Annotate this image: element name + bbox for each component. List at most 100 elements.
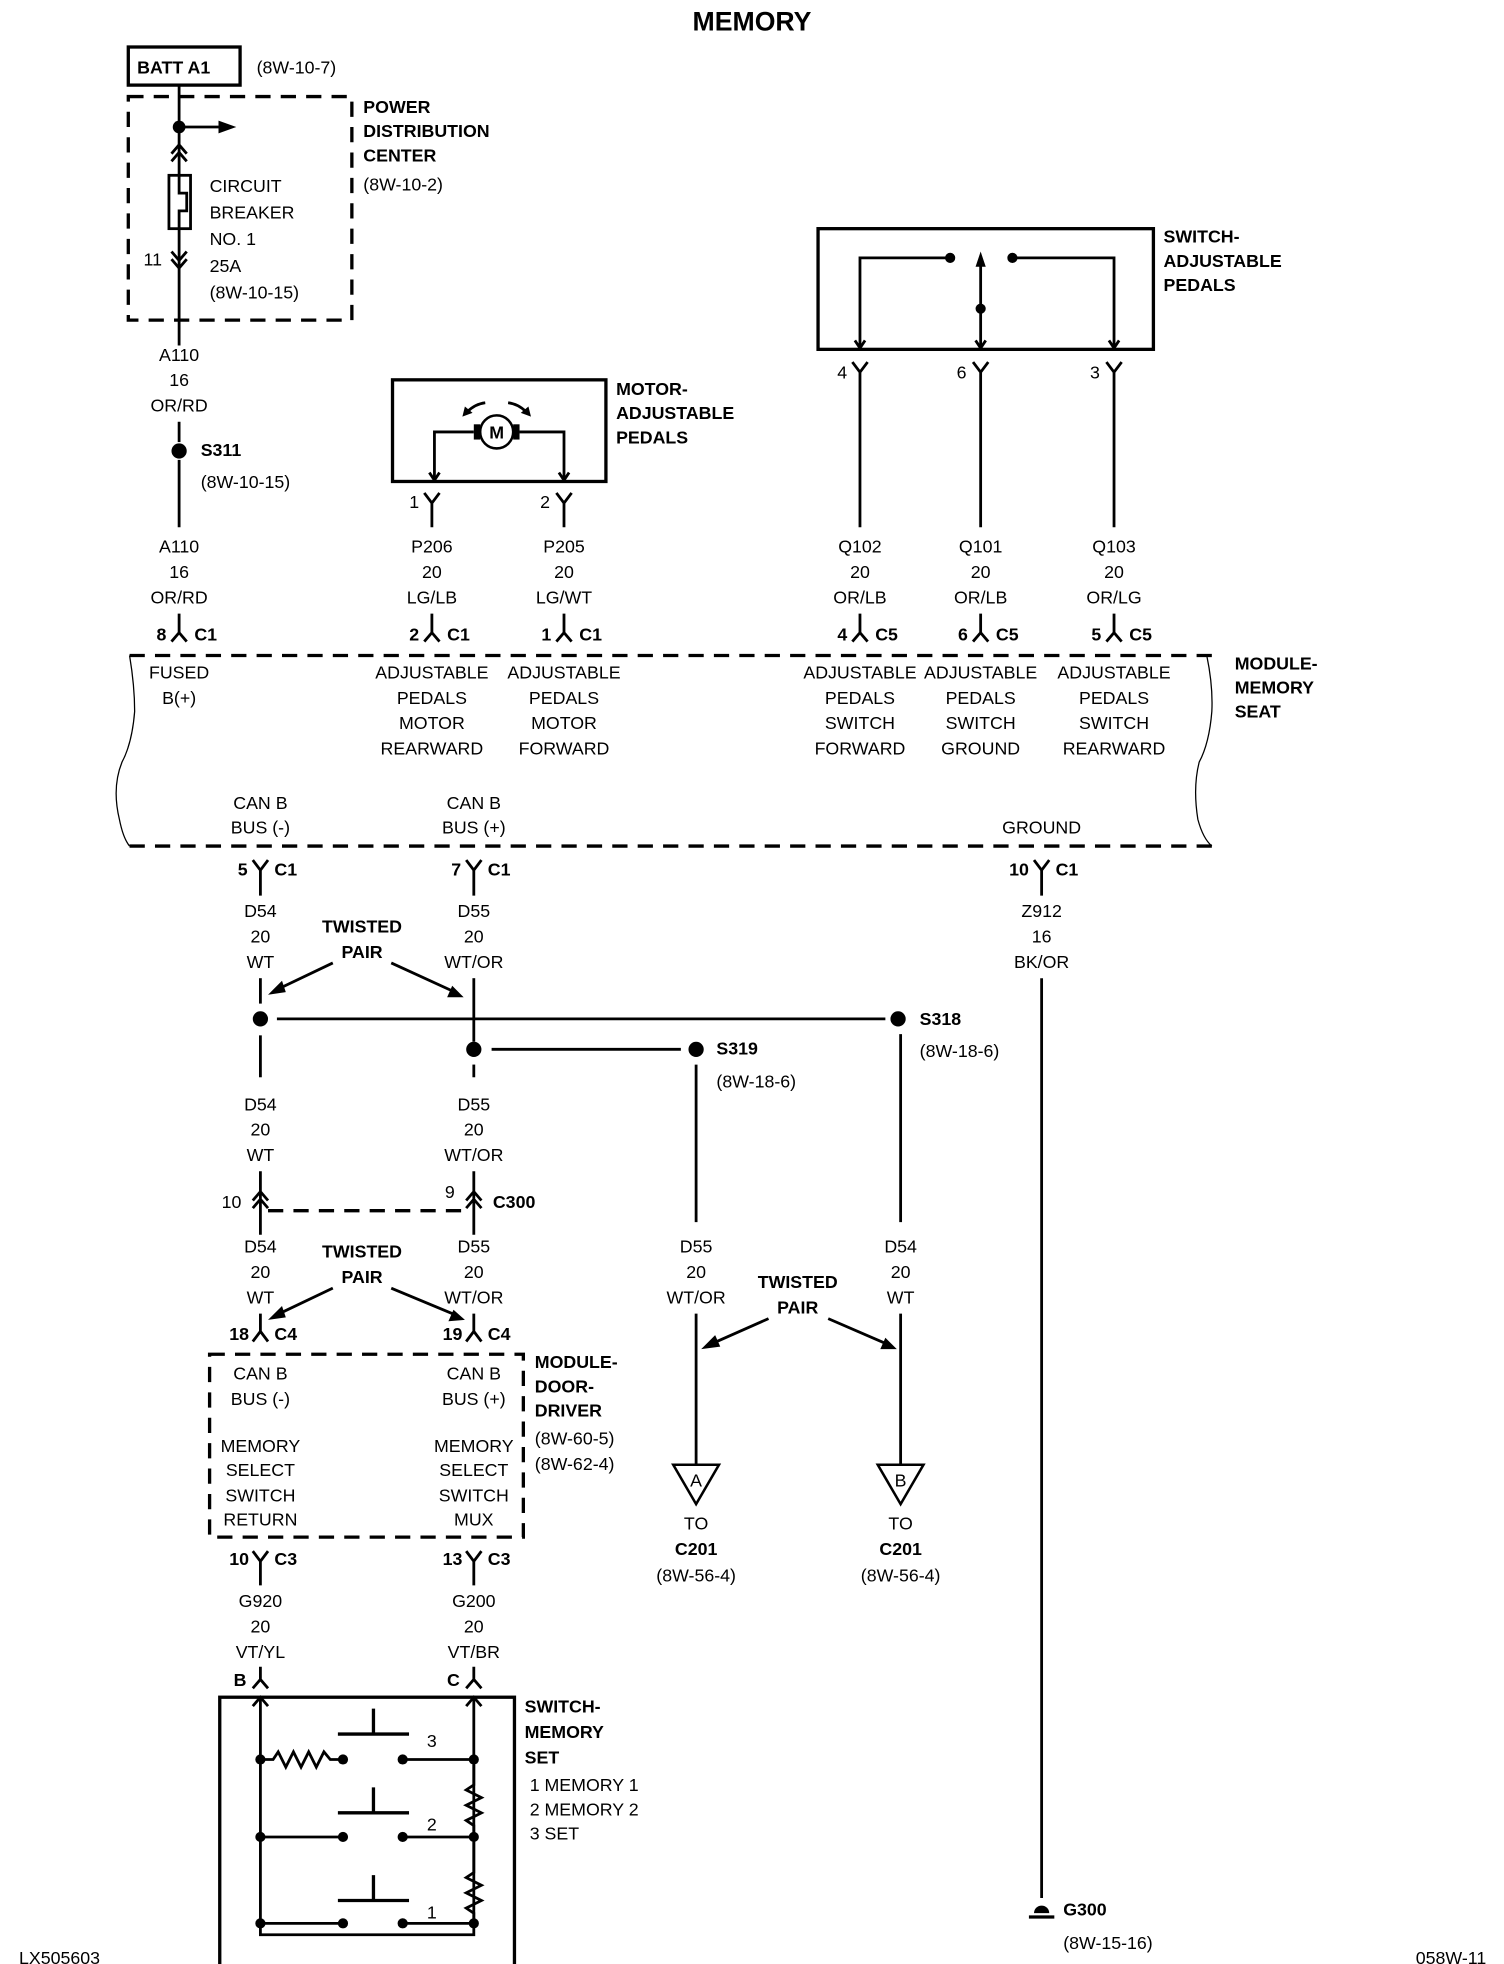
connector-id: C300 bbox=[493, 1192, 536, 1212]
wire-d55-middle: D55 20 WT/OR bbox=[444, 1094, 503, 1165]
contact-dot bbox=[337, 1831, 349, 1843]
wire-gauge: 20 bbox=[464, 1262, 484, 1282]
node-dot bbox=[468, 1754, 479, 1765]
pushbutton-icon bbox=[337, 1787, 410, 1815]
wire-code: P206 bbox=[411, 537, 453, 557]
twisted-pair-line: TWISTED bbox=[758, 1272, 838, 1292]
memory-switch-pin-b: B bbox=[234, 1666, 270, 1690]
wire-d55-lower: D55 20 WT/OR bbox=[444, 1237, 503, 1308]
switch-contact-forward bbox=[858, 256, 951, 349]
pin-number: 10 bbox=[222, 1192, 242, 1212]
pin-number: 8 bbox=[157, 624, 167, 644]
wire-code: Q103 bbox=[1092, 537, 1136, 557]
motor-terminal-icons bbox=[428, 471, 571, 483]
power-distribution-center: POWER DISTRIBUTION CENTER (8W-10-2) 11 C… bbox=[126, 85, 490, 346]
pin-number: 9 bbox=[445, 1182, 455, 1202]
connector-icon bbox=[251, 1313, 270, 1343]
motor-adjustable-pedals: MOTOR- ADJUSTABLE PEDALS M bbox=[390, 378, 734, 484]
ground-g300: G300 (8W-15-16) bbox=[1028, 1900, 1153, 1953]
memory-switch-pin-c: C bbox=[447, 1666, 483, 1690]
seat-function-motor-forward: ADJUSTABLE PEDALS MOTOR FORWARD bbox=[507, 662, 620, 758]
contact-dot bbox=[945, 252, 956, 263]
switch-contact-rearward bbox=[1012, 256, 1116, 349]
pin-number: 5 bbox=[1091, 624, 1101, 644]
splice-ref: (8W-18-6) bbox=[716, 1071, 796, 1091]
splice-ref: (8W-18-6) bbox=[920, 1041, 1000, 1061]
wire-d55-upper: D55 20 WT/OR bbox=[444, 901, 503, 1042]
door-function-can-bus-plus: CAN B BUS (+) bbox=[442, 1364, 506, 1409]
memory-switch-legend-2: 2 MEMORY 2 bbox=[530, 1799, 639, 1819]
resistor-icon bbox=[463, 1842, 485, 1924]
pedal-switch-pin-4: 4 bbox=[837, 361, 869, 528]
connector-id: C1 bbox=[274, 859, 297, 879]
wire-d54-to-c201: D54 20 WT bbox=[884, 1237, 917, 1465]
connector-icon bbox=[465, 1550, 483, 1586]
seat-function-switch-ground: ADJUSTABLE PEDALS SWITCH GROUND bbox=[924, 662, 1037, 758]
wire-gauge: 20 bbox=[464, 927, 484, 947]
male-terminal-icon bbox=[170, 250, 188, 271]
pin-number: 10 bbox=[229, 1549, 249, 1569]
memory-switch-name-line-2: MEMORY bbox=[525, 1722, 604, 1742]
wire-gauge: 16 bbox=[169, 562, 189, 582]
function-line: MOTOR bbox=[399, 713, 465, 733]
breaker-line-3: NO. 1 bbox=[210, 229, 257, 249]
splice-id: S311 bbox=[201, 440, 242, 460]
offpage-letter: A bbox=[690, 1470, 702, 1490]
node-dot bbox=[468, 1831, 479, 1843]
wire-color: BK/OR bbox=[1014, 952, 1069, 972]
connector-icon bbox=[423, 492, 441, 528]
offpage-connector-b: B TO C201 (8W-56-4) bbox=[861, 1463, 940, 1586]
pedal-switch-name-line-1: SWITCH- bbox=[1164, 227, 1240, 247]
function-line: SWITCH bbox=[439, 1486, 509, 1506]
door-module-ref-1: (8W-60-5) bbox=[535, 1428, 615, 1448]
switch-adjustable-pedals: SWITCH- ADJUSTABLE PEDALS bbox=[816, 227, 1282, 352]
connector-id: C1 bbox=[447, 624, 470, 644]
door-module-name-line-1: MODULE- bbox=[535, 1352, 618, 1372]
pin-number: 4 bbox=[837, 624, 847, 644]
splice-dot bbox=[688, 1041, 704, 1057]
wire-d54-middle: D54 20 WT bbox=[244, 1094, 277, 1165]
memory-switch-name-line-1: SWITCH- bbox=[525, 1696, 601, 1716]
pedal-switch-name-line-3: PEDALS bbox=[1164, 275, 1236, 295]
function-line: ADJUSTABLE bbox=[924, 662, 1037, 682]
wire-code: Q101 bbox=[959, 537, 1003, 557]
function-line: ADJUSTABLE bbox=[1057, 662, 1170, 682]
wire-gauge: 20 bbox=[554, 562, 574, 582]
wire-color: WT/OR bbox=[444, 952, 503, 972]
pin-label: C bbox=[447, 1670, 460, 1690]
function-line: MEMORY bbox=[434, 1436, 514, 1456]
arrowhead bbox=[701, 1335, 721, 1350]
wire-code: D54 bbox=[244, 1094, 277, 1114]
seat-function-ground: GROUND bbox=[1002, 817, 1081, 837]
pushbutton-icon bbox=[337, 1875, 410, 1903]
wire-code: D54 bbox=[244, 1237, 277, 1257]
wire-color: WT bbox=[247, 952, 275, 972]
motor-brush-right bbox=[513, 424, 520, 440]
connector-icon bbox=[423, 613, 441, 643]
connector-icon bbox=[251, 1666, 270, 1690]
splice-dot-d54 bbox=[252, 1011, 269, 1027]
button-number: 1 bbox=[427, 1902, 437, 1922]
pin-number: 6 bbox=[957, 363, 967, 383]
connector-icon bbox=[251, 1550, 270, 1586]
wire-code: Z912 bbox=[1021, 901, 1061, 921]
wire-code: D55 bbox=[680, 1237, 713, 1257]
wire-code: G200 bbox=[452, 1591, 496, 1611]
batt-a1-box bbox=[126, 45, 242, 87]
wire-code: D55 bbox=[458, 901, 491, 921]
door-module-connector-19-c4: 19 C4 bbox=[443, 1313, 511, 1344]
function-line: PEDALS bbox=[825, 688, 895, 708]
function-line: GROUND bbox=[1002, 817, 1081, 837]
twisted-pair-line: PAIR bbox=[777, 1298, 818, 1318]
connector-icon bbox=[251, 859, 270, 896]
seat-module-connector-6-c5: 6 C5 bbox=[958, 613, 1019, 644]
wire-code: A110 bbox=[159, 537, 199, 557]
pdc-name-line-1: POWER bbox=[363, 97, 430, 117]
wire-color: WT/OR bbox=[667, 1287, 726, 1307]
wire-gauge: 20 bbox=[464, 1616, 484, 1636]
footer-right-code: 058W-11 bbox=[1416, 1948, 1487, 1964]
pin-number: 7 bbox=[451, 859, 461, 879]
memory-switch-legend-3: 3 SET bbox=[530, 1824, 580, 1844]
offpage-line-1: TO bbox=[888, 1514, 912, 1534]
breaker-line-1: CIRCUIT bbox=[210, 176, 282, 196]
